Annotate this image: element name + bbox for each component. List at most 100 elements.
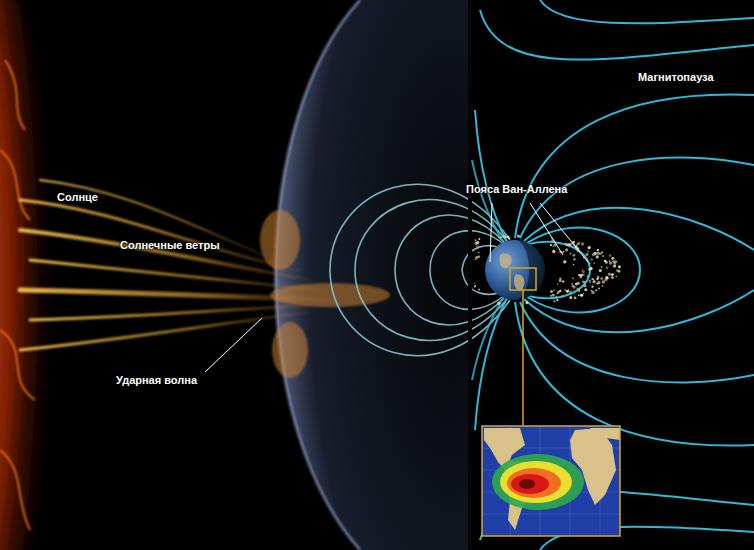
- belt-particle: [591, 291, 594, 294]
- belt-particle: [517, 235, 520, 238]
- belt-particle: [583, 293, 584, 294]
- map-grid: [482, 426, 620, 536]
- label-text: Солнечные ветры: [120, 239, 220, 252]
- belt-particle: [478, 238, 480, 240]
- belt-particle: [580, 294, 583, 297]
- belt-particle: [598, 287, 600, 289]
- belt-particle: [525, 301, 528, 304]
- leader-line: [490, 203, 492, 262]
- sun: [0, 0, 60, 550]
- belt-particle: [500, 236, 502, 238]
- inset-map: [482, 426, 620, 536]
- belt-particle: [613, 277, 614, 278]
- anomaly-inner: [507, 468, 561, 498]
- belt-particle: [550, 290, 553, 293]
- sun-flares: [0, 60, 35, 530]
- belt-particle: [573, 244, 575, 246]
- belt-particle: [609, 261, 612, 264]
- belt-particle: [565, 243, 568, 246]
- belt-particle: [591, 258, 592, 259]
- belt-particle: [571, 241, 574, 244]
- belt-particle: [552, 294, 555, 297]
- belt-particle: [572, 277, 574, 279]
- field-line: [355, 200, 507, 341]
- belt-particle: [563, 260, 566, 263]
- belt-particle: [611, 273, 614, 276]
- belt-particle: [583, 281, 585, 283]
- leader-line: [540, 203, 588, 262]
- belt-particle: [574, 296, 577, 299]
- belt-particle: [572, 254, 575, 257]
- belt-particle: [551, 239, 554, 242]
- field-line: [524, 208, 754, 250]
- belt-particle: [503, 303, 505, 305]
- belt-particle: [498, 237, 499, 238]
- field-line: [475, 110, 508, 244]
- belt-particle: [556, 299, 558, 301]
- flare: [5, 60, 25, 130]
- belt-particle: [597, 249, 599, 251]
- belt-particle: [596, 283, 598, 285]
- belt-particle: [589, 262, 591, 264]
- plasma-cloud: [260, 210, 300, 270]
- belt-particle: [585, 253, 588, 256]
- belt-particle: [601, 285, 603, 287]
- belt-particle: [474, 286, 476, 288]
- earth-night: [515, 240, 545, 300]
- nightside-field-lines: [475, 0, 754, 550]
- flare: [0, 450, 30, 530]
- belt-particle: [599, 269, 602, 272]
- belt-particle: [602, 280, 605, 283]
- belt-particle: [596, 255, 599, 258]
- belt-particle: [582, 280, 585, 283]
- belt-particle: [596, 278, 598, 280]
- belt-particle: [602, 255, 604, 257]
- belt-particle: [613, 265, 616, 268]
- anomaly-core: [511, 474, 549, 494]
- belt-particle: [571, 284, 574, 287]
- label-text: Солнце: [57, 191, 98, 204]
- wind-stream: [40, 180, 280, 262]
- belt-particle: [587, 251, 589, 253]
- belt-particle: [550, 244, 552, 246]
- anomaly-outer: [492, 454, 584, 510]
- leader-line: [530, 203, 563, 255]
- belt-particle: [557, 283, 558, 284]
- belt-particle: [562, 280, 565, 283]
- flare: [0, 330, 35, 400]
- belt-particle: [584, 288, 587, 291]
- belt-particle: [608, 273, 611, 276]
- belt-particle: [606, 267, 609, 270]
- belt-particle: [559, 250, 562, 253]
- belt-particle: [578, 274, 580, 276]
- belt-particle: [591, 260, 592, 261]
- belt-particle: [596, 252, 599, 255]
- belt-particle: [559, 279, 562, 282]
- belt-particle: [508, 236, 511, 239]
- belt-particle: [588, 280, 590, 282]
- shock-region: [276, 0, 470, 550]
- belt-particle: [605, 261, 608, 264]
- field-line: [515, 302, 754, 446]
- inset-frame: [482, 426, 620, 536]
- belt-particle: [583, 281, 585, 283]
- belt-particle: [569, 296, 572, 299]
- belt-particle: [551, 238, 553, 240]
- belt-particle: [591, 278, 593, 280]
- belt-particle: [591, 286, 593, 288]
- belt-particle: [613, 264, 616, 267]
- belt-particle: [578, 294, 580, 296]
- belt-particle: [583, 257, 585, 259]
- field-line: [472, 294, 506, 380]
- belt-particle: [582, 270, 585, 273]
- belt-particle: [577, 288, 578, 289]
- belt-particle: [569, 253, 571, 255]
- belt-particle: [587, 276, 589, 278]
- belt-particle: [595, 289, 597, 291]
- field-line: [520, 158, 754, 238]
- belt-particle: [579, 275, 582, 278]
- belt-particle: [594, 262, 596, 264]
- earth: [485, 240, 545, 300]
- belt-particle: [609, 254, 612, 257]
